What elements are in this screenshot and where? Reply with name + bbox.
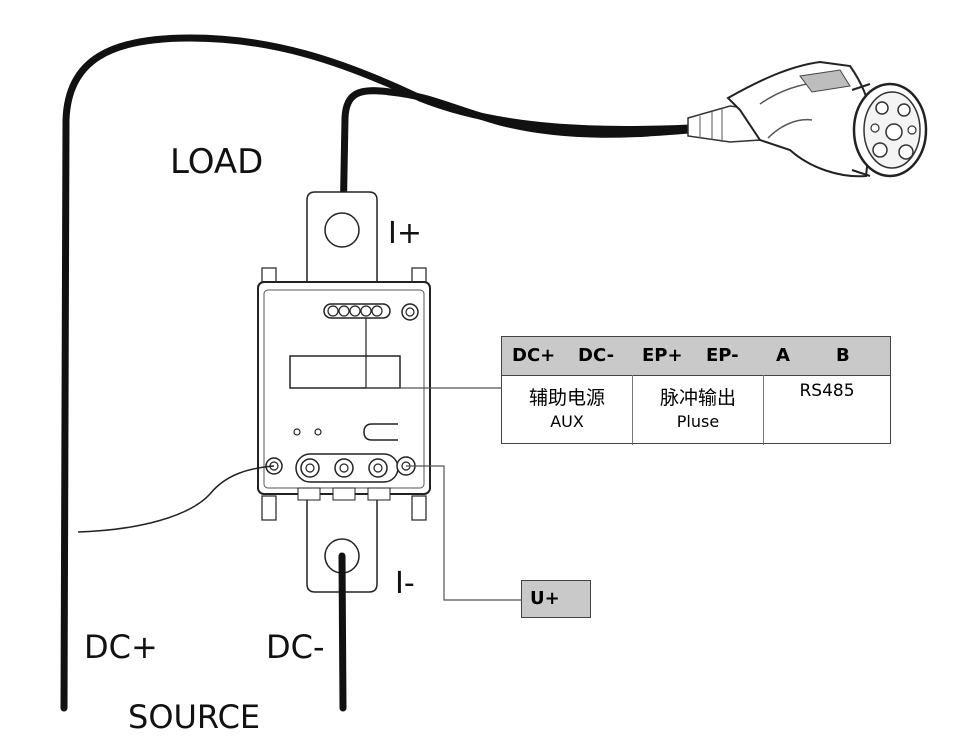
group-pulse-cn: 脉冲输出 — [659, 387, 736, 409]
terminal-table: DC+ DC- EP+ EP- A B 辅助电源 AUX 脉冲输出 Pluse … — [501, 336, 891, 445]
header-b: B — [836, 345, 850, 366]
busbar-top — [306, 191, 378, 300]
dc-plus-cable — [60, 34, 694, 712]
display-window — [289, 355, 401, 389]
load-cable — [339, 87, 694, 232]
ev-charger-plug — [687, 60, 928, 178]
source-label: SOURCE — [128, 698, 261, 736]
group-pulse: 脉冲输出 Pluse — [633, 375, 763, 445]
header-ep-plus: EP+ — [642, 345, 683, 366]
group-pulse-en: Pluse — [676, 412, 720, 431]
header-dc-minus: DC- — [578, 345, 615, 366]
i-plus-label: I+ — [388, 216, 422, 251]
group-separator — [632, 375, 633, 445]
i-minus-label: I- — [395, 566, 415, 601]
group-rs485: RS485 — [764, 375, 890, 445]
u-plus-leader-line — [406, 465, 521, 601]
meter-body — [257, 267, 431, 521]
u-plus-terminal-box: U+ — [521, 580, 591, 618]
group-aux-cn: 辅助电源 — [528, 387, 605, 409]
sense-wire — [77, 465, 275, 533]
dc-minus-label: DC- — [266, 628, 325, 666]
group-aux: 辅助电源 AUX — [502, 375, 632, 445]
load-label: LOAD — [170, 142, 264, 182]
dc-minus-cable — [338, 552, 347, 712]
header-dc-plus: DC+ — [512, 345, 556, 366]
dc-plus-label: DC+ — [84, 628, 158, 666]
terminal-header-row: DC+ DC- EP+ EP- A B — [502, 337, 890, 376]
group-separator — [763, 375, 764, 445]
header-ep-minus: EP- — [706, 345, 739, 366]
terminal-hole-top — [324, 212, 360, 248]
group-aux-en: AUX — [550, 412, 584, 431]
header-a: A — [776, 345, 790, 366]
group-rs485-en: RS485 — [799, 381, 855, 401]
